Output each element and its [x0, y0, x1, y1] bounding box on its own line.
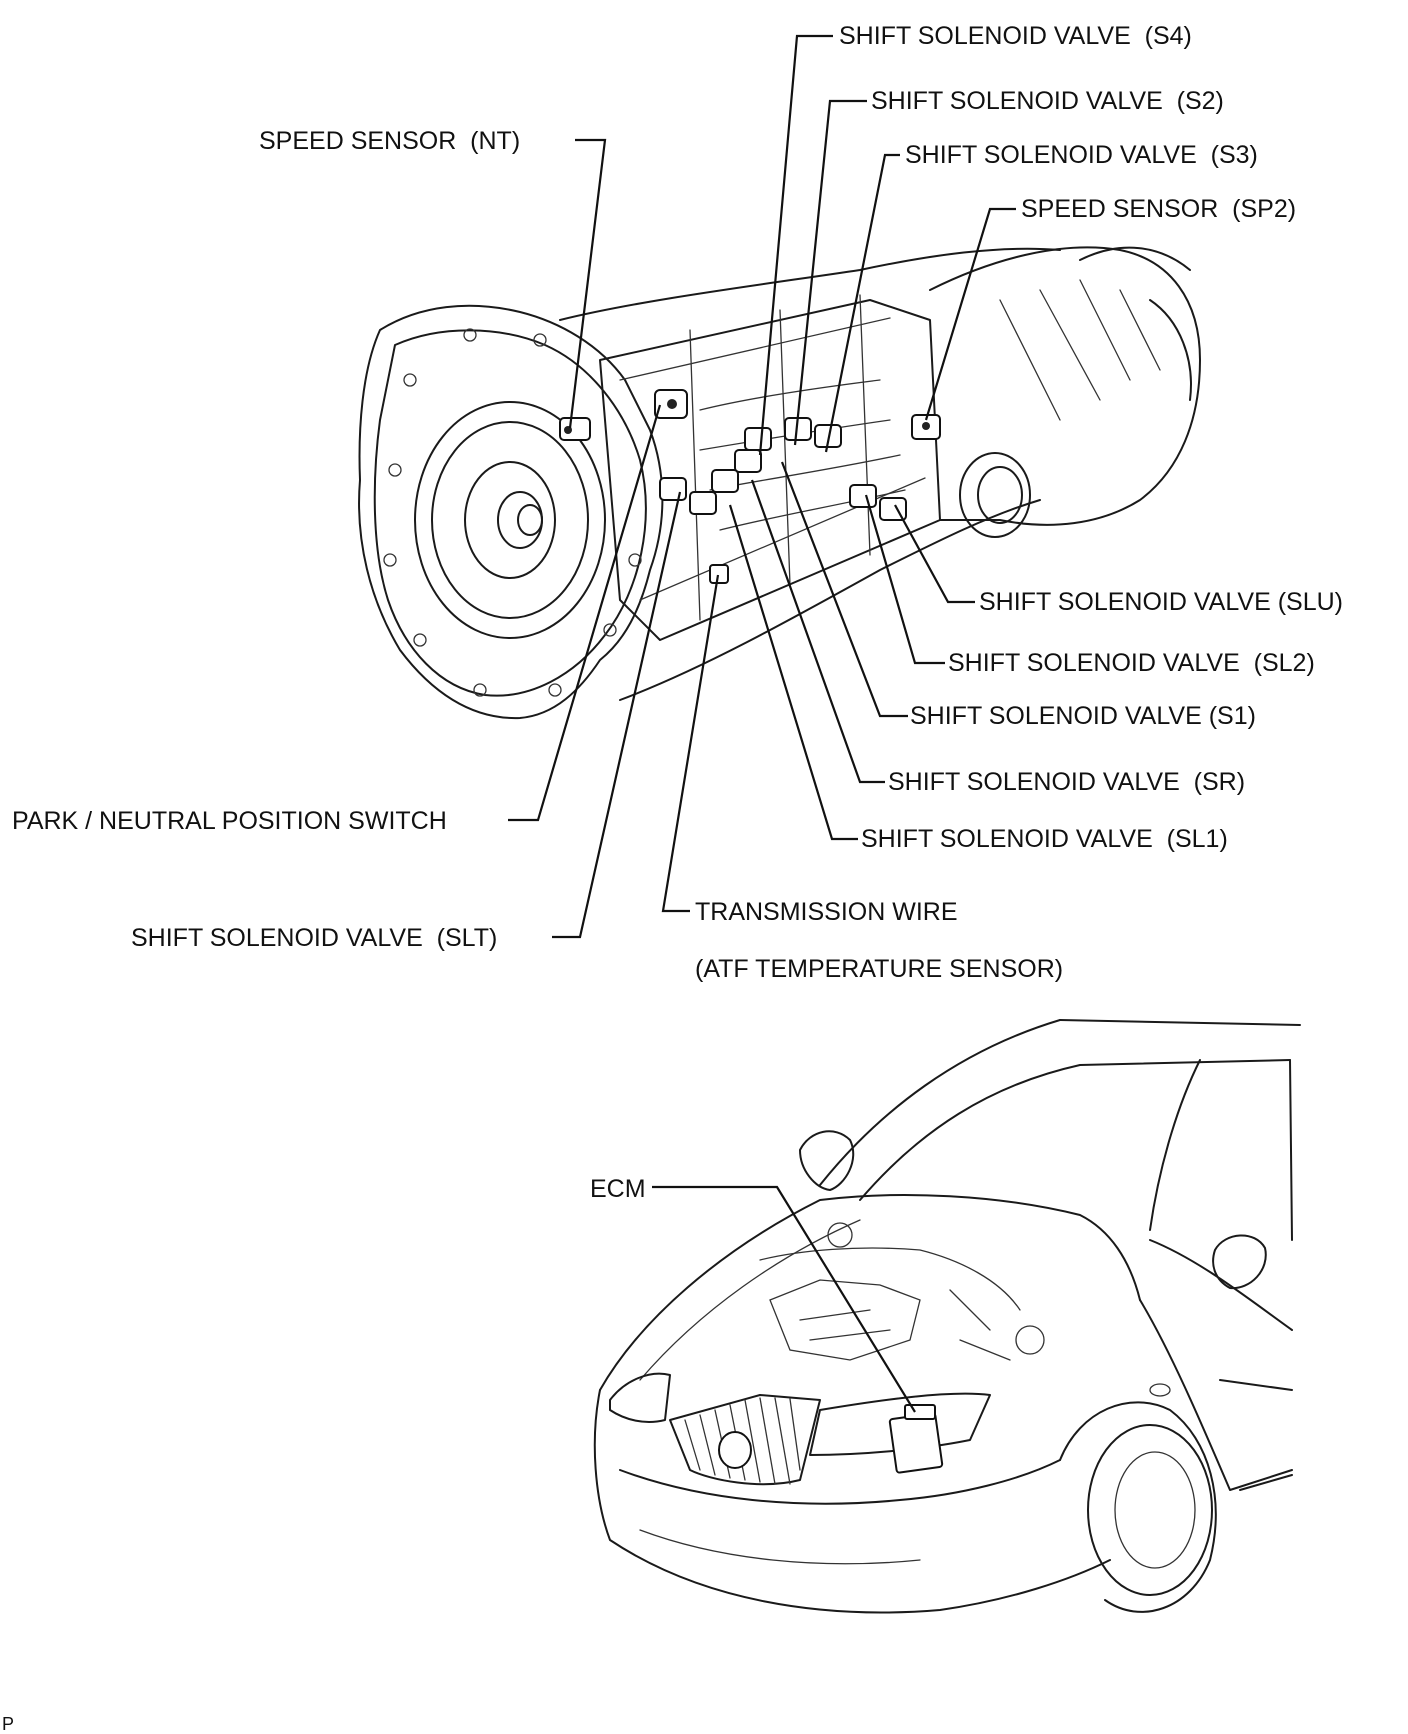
- label-ecm: ECM: [590, 1175, 646, 1203]
- label-speed-sensor-sp2: SPEED SENSOR (SP2): [1021, 195, 1296, 223]
- label-shift-solenoid-valve-s2: SHIFT SOLENOID VALVE (S2): [871, 87, 1224, 115]
- label-shift-solenoid-valve-sr: SHIFT SOLENOID VALVE (SR): [888, 768, 1245, 796]
- page-code: P: [2, 1714, 14, 1734]
- transmission-leader-lines: [508, 34, 1016, 939]
- label-atf-temperature-sensor: (ATF TEMPERATURE SENSOR): [695, 955, 1063, 983]
- label-shift-solenoid-valve-slu: SHIFT SOLENOID VALVE (SLU): [979, 588, 1343, 616]
- label-shift-solenoid-valve-s3: SHIFT SOLENOID VALVE (S3): [905, 141, 1258, 169]
- label-speed-sensor-nt: SPEED SENSOR (NT): [259, 127, 520, 155]
- label-transmission-wire: TRANSMISSION WIRE: [695, 898, 958, 926]
- label-shift-solenoid-valve-s1: SHIFT SOLENOID VALVE (S1): [910, 702, 1256, 730]
- label-park-neutral-position-switch: PARK / NEUTRAL POSITION SWITCH: [12, 807, 447, 835]
- ecm-leader-line: [652, 1185, 916, 1413]
- vehicle-illustration: [593, 1019, 1301, 1614]
- label-shift-solenoid-valve-sl1: SHIFT SOLENOID VALVE (SL1): [861, 825, 1228, 853]
- transmission-illustration: [358, 246, 1201, 720]
- label-shift-solenoid-valve-s4: SHIFT SOLENOID VALVE (S4): [839, 22, 1192, 50]
- callout-labels: SHIFT SOLENOID VALVE (S4) SHIFT SOLENOID…: [2, 22, 1343, 1734]
- label-shift-solenoid-valve-sl2: SHIFT SOLENOID VALVE (SL2): [948, 649, 1315, 677]
- label-shift-solenoid-valve-slt: SHIFT SOLENOID VALVE (SLT): [131, 924, 497, 952]
